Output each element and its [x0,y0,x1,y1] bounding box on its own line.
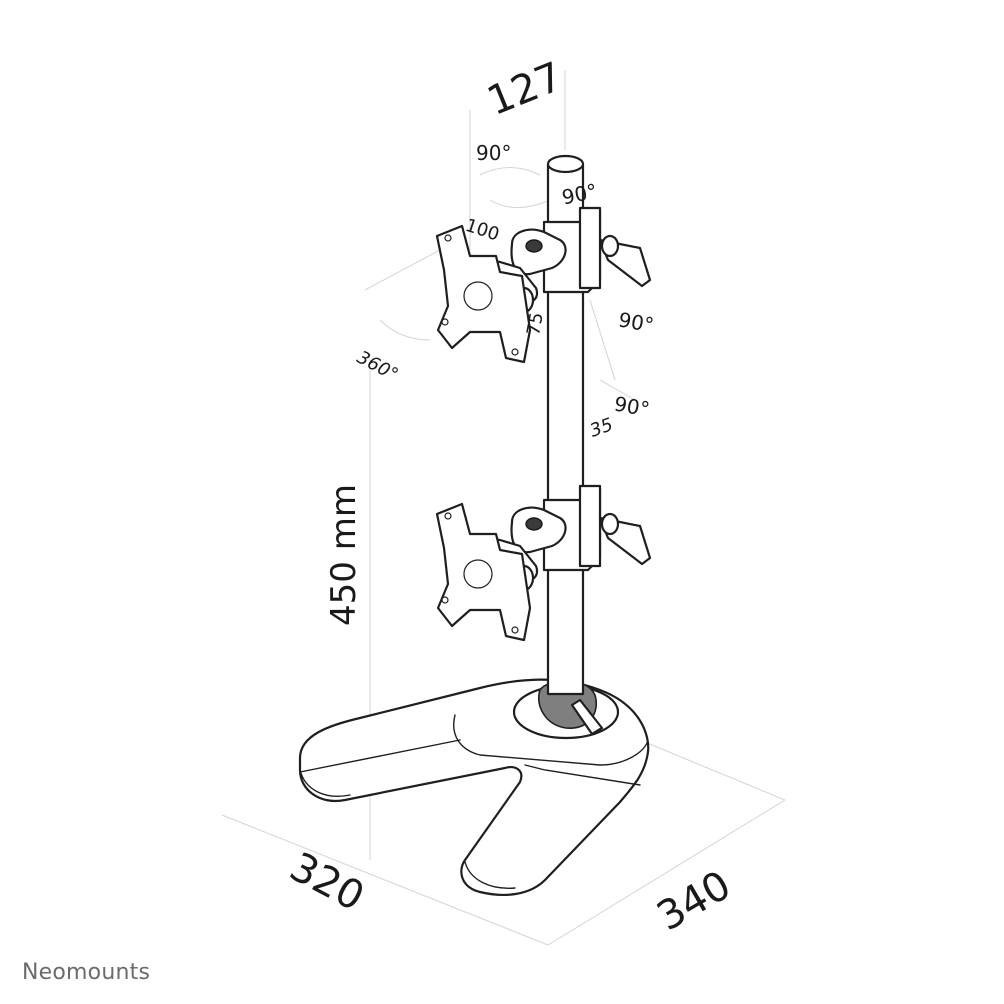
label-angle-mid-right: 90° [617,307,656,337]
label-height-450: 450 mm [324,484,364,626]
brand-logo-text: Neomounts [22,960,151,985]
label-127: 127 [481,54,569,125]
upper-mount-assembly [479,206,652,314]
lower-vesa-plate [435,502,532,642]
upper-vesa-plate [435,224,532,364]
label-dim-35: 35 [587,414,616,442]
label-angle-top-left: 90° [476,141,511,165]
label-base-320: 320 [282,844,371,920]
label-angle-lower-right: 90° [612,392,651,422]
dimension-guides [221,70,786,946]
label-vesa-75: 75 [523,311,548,337]
label-base-340: 340 [650,862,739,940]
label-vesa-100: 100 [463,215,502,246]
label-rotation-360: 360° [353,347,401,386]
